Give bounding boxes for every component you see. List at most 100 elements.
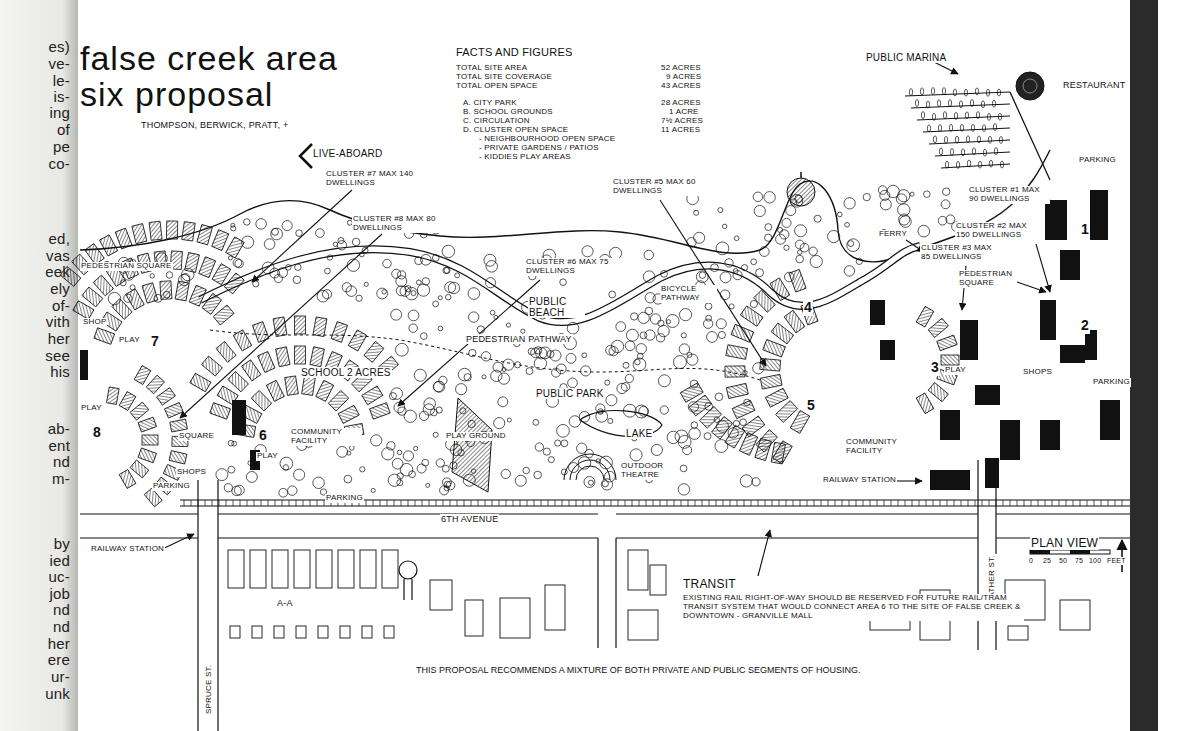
map-label: PLAY GROUND bbox=[445, 432, 507, 441]
tree bbox=[392, 269, 401, 278]
dwelling bbox=[784, 310, 805, 333]
rail-tie bbox=[1122, 500, 1123, 506]
margin-fragment: ing bbox=[49, 105, 70, 122]
map-label: CLUSTER #3 MAX 85 DWELLINGS bbox=[920, 244, 1002, 262]
tree bbox=[577, 443, 587, 453]
tree bbox=[424, 398, 436, 410]
tree bbox=[616, 322, 626, 332]
dwelling bbox=[138, 417, 156, 432]
callout-number: 7 bbox=[150, 334, 160, 350]
dwelling bbox=[726, 383, 748, 398]
tree bbox=[417, 284, 429, 296]
dwelling bbox=[165, 403, 184, 419]
tree bbox=[720, 272, 731, 283]
rail-tie bbox=[947, 500, 948, 506]
tree bbox=[756, 269, 764, 277]
tree bbox=[388, 474, 400, 486]
margin-fragment: see bbox=[45, 348, 70, 365]
rail-tie bbox=[611, 500, 612, 506]
tree bbox=[526, 368, 533, 375]
rail-tie bbox=[261, 500, 262, 506]
leader-arrow bbox=[252, 190, 352, 282]
boat bbox=[938, 125, 941, 132]
dwelling bbox=[134, 366, 151, 385]
boat bbox=[964, 89, 967, 96]
tree bbox=[356, 295, 362, 301]
map-label: TOTAL SITE COVERAGE bbox=[455, 73, 553, 82]
tree bbox=[442, 245, 454, 257]
dwelling bbox=[916, 393, 934, 414]
map-label: PLAY bbox=[944, 366, 967, 375]
tree bbox=[638, 312, 649, 323]
tree bbox=[863, 193, 870, 200]
margin-fragment: by bbox=[54, 536, 70, 553]
dwelling bbox=[212, 264, 231, 285]
dwelling bbox=[175, 281, 189, 301]
tree bbox=[253, 281, 259, 287]
scale-bar bbox=[1030, 550, 1110, 554]
tree bbox=[534, 357, 546, 369]
dwelling bbox=[166, 221, 177, 239]
map-label: SPRUCE ST. bbox=[205, 664, 214, 715]
boat bbox=[994, 148, 997, 155]
avenue-edge bbox=[218, 513, 598, 514]
dwelling bbox=[142, 283, 158, 303]
rail-tie bbox=[205, 500, 206, 506]
map-label: TOTAL SITE AREA bbox=[455, 64, 528, 73]
tree bbox=[942, 188, 949, 195]
dwelling bbox=[790, 411, 810, 434]
tree bbox=[941, 200, 950, 209]
tree bbox=[535, 443, 543, 451]
tree bbox=[707, 332, 718, 343]
dwelling bbox=[928, 318, 948, 337]
map-label: PUBLIC MARINA bbox=[865, 52, 947, 63]
boat bbox=[942, 88, 945, 95]
building-block bbox=[1045, 200, 1067, 240]
boat bbox=[909, 89, 912, 96]
north-arrow bbox=[1121, 540, 1123, 572]
lot bbox=[650, 565, 666, 595]
rail-tie bbox=[380, 500, 381, 506]
rail-tie bbox=[212, 500, 213, 506]
rail-tie bbox=[1066, 500, 1067, 506]
map-label: TRANSIT bbox=[682, 578, 737, 591]
pedestrian-path bbox=[210, 330, 760, 380]
tree bbox=[228, 440, 234, 446]
tree bbox=[651, 444, 662, 455]
dwelling bbox=[251, 390, 271, 411]
rail-tie bbox=[436, 500, 437, 506]
boat bbox=[948, 100, 951, 107]
tree bbox=[704, 433, 711, 440]
boat bbox=[954, 112, 957, 119]
dwelling bbox=[73, 301, 94, 320]
dwelling bbox=[216, 341, 236, 362]
rail-tie bbox=[534, 500, 535, 506]
tree bbox=[397, 450, 402, 455]
rail-tie bbox=[877, 500, 878, 506]
rail-tie bbox=[632, 500, 633, 506]
rail-tie bbox=[884, 500, 885, 506]
tree bbox=[750, 300, 757, 307]
tree bbox=[460, 408, 466, 414]
tree bbox=[484, 254, 496, 266]
tree bbox=[625, 341, 635, 351]
building-block bbox=[940, 410, 960, 440]
dwelling bbox=[726, 345, 748, 360]
dwelling bbox=[146, 375, 164, 394]
rail-tie bbox=[800, 500, 801, 506]
tree bbox=[660, 406, 668, 414]
dwelling bbox=[739, 433, 757, 456]
tree bbox=[216, 469, 228, 481]
dwelling bbox=[130, 402, 149, 420]
avenue-edge bbox=[616, 513, 978, 514]
dwelling bbox=[157, 388, 176, 405]
rail-tie bbox=[184, 500, 185, 506]
tree bbox=[569, 416, 580, 427]
margin-fragment: ur- bbox=[51, 669, 70, 686]
map-label: PARKING bbox=[152, 482, 191, 491]
boat bbox=[970, 100, 973, 107]
rail-tie bbox=[569, 500, 570, 506]
tree bbox=[533, 419, 539, 425]
map-label: PLAY bbox=[256, 452, 279, 461]
tree bbox=[295, 264, 301, 270]
